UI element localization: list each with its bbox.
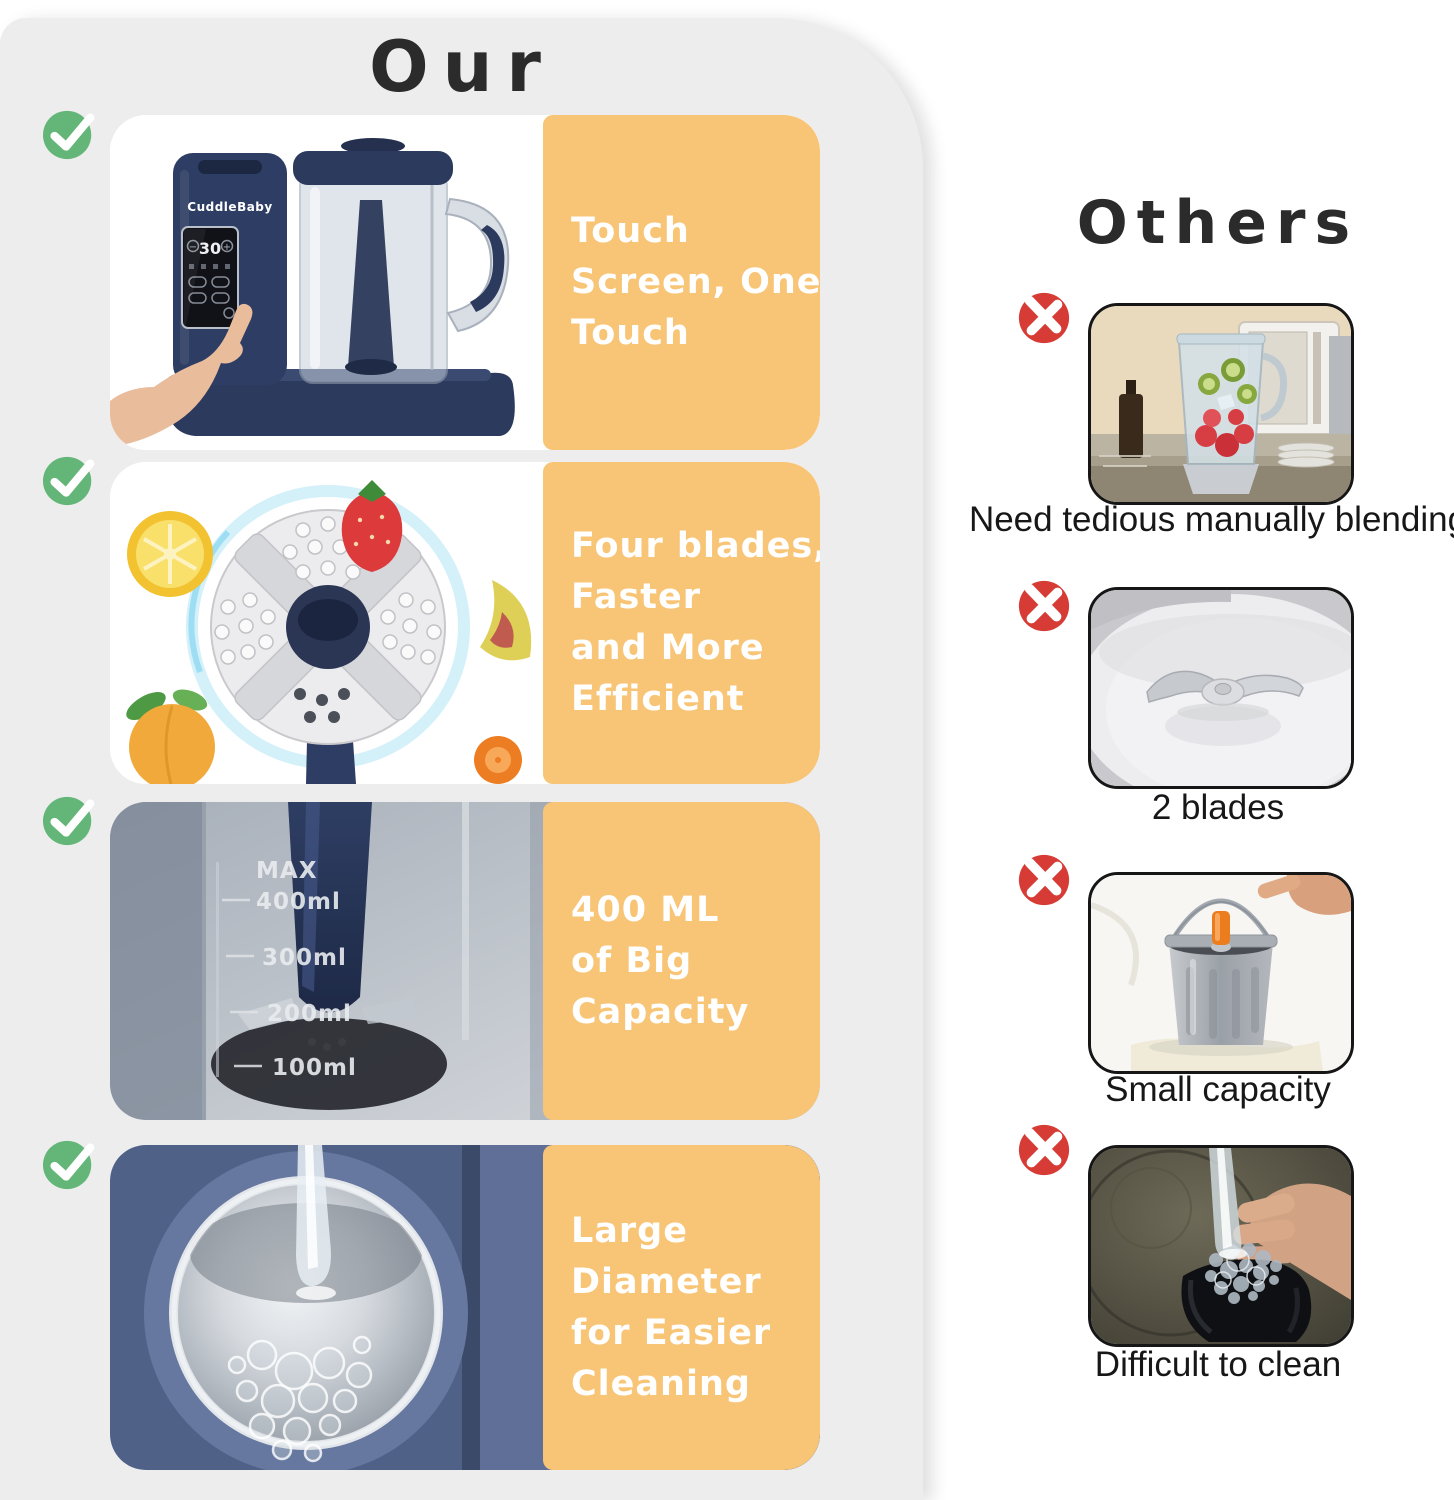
check-icon	[42, 452, 98, 508]
check-icon	[42, 106, 98, 162]
feature-row: Large Diameter for Easier Cleaning	[110, 1145, 820, 1470]
svg-text:100ml: 100ml	[272, 1055, 357, 1081]
others-caption: Need tedious manually blending	[968, 500, 1454, 539]
others-caption: Small capacity	[1105, 1070, 1331, 1109]
carrot-slice	[474, 736, 522, 784]
cross-icon	[1016, 578, 1072, 634]
others-small-capacity-photo	[1088, 872, 1354, 1074]
apricot	[126, 689, 215, 784]
steel-bucket-illustration	[1164, 898, 1278, 1045]
svg-text:−: −	[189, 242, 197, 253]
others-title: Others	[1076, 188, 1360, 258]
cross-icon	[1016, 290, 1072, 346]
feature-label: 400 ML of Big Capacity	[543, 802, 820, 1120]
svg-text:400ml: 400ml	[256, 889, 341, 915]
feature-row: Four blades, Faster and More Efficient	[110, 462, 820, 784]
others-two-blades-photo	[1088, 587, 1354, 789]
lemon-slice	[127, 511, 213, 597]
others-hard-clean-photo	[1088, 1145, 1354, 1347]
svg-text:MAX: MAX	[256, 858, 317, 884]
feature-label: Touch Screen, One Touch	[543, 115, 820, 450]
svg-text:300ml: 300ml	[262, 945, 347, 971]
cross-icon	[1016, 852, 1072, 908]
feature-label: Four blades, Faster and More Efficient	[543, 462, 820, 784]
others-blender-photo	[1088, 303, 1354, 505]
baby-food-maker-illustration: CuddleBaby − 30 +	[110, 138, 515, 450]
svg-text:+: +	[223, 242, 231, 253]
svg-text:200ml: 200ml	[267, 1001, 352, 1027]
our-title: Our	[369, 26, 555, 108]
check-icon	[42, 792, 98, 848]
svg-text:CuddleBaby: CuddleBaby	[187, 200, 272, 214]
blade-disc-illustration	[126, 480, 532, 784]
hand-holding	[1257, 875, 1351, 915]
others-caption: Difficult to clean	[1094, 1345, 1342, 1384]
two-blade-illustration	[1146, 670, 1304, 721]
strawberry	[341, 480, 403, 572]
feature-label: Large Diameter for Easier Cleaning	[543, 1145, 820, 1470]
feature-row: CuddleBaby − 30 +	[110, 115, 820, 450]
cross-icon	[1016, 1122, 1072, 1178]
svg-text:30: 30	[199, 239, 221, 258]
peach-slice	[480, 580, 532, 661]
check-icon	[42, 1136, 98, 1192]
others-caption: 2 blades	[1151, 788, 1285, 827]
four-blades-photo	[110, 462, 820, 784]
fruit-chunks	[1195, 358, 1257, 457]
feature-row: MAX 400ml 300ml 200ml 100ml 400 ML of Bi…	[110, 802, 820, 1120]
